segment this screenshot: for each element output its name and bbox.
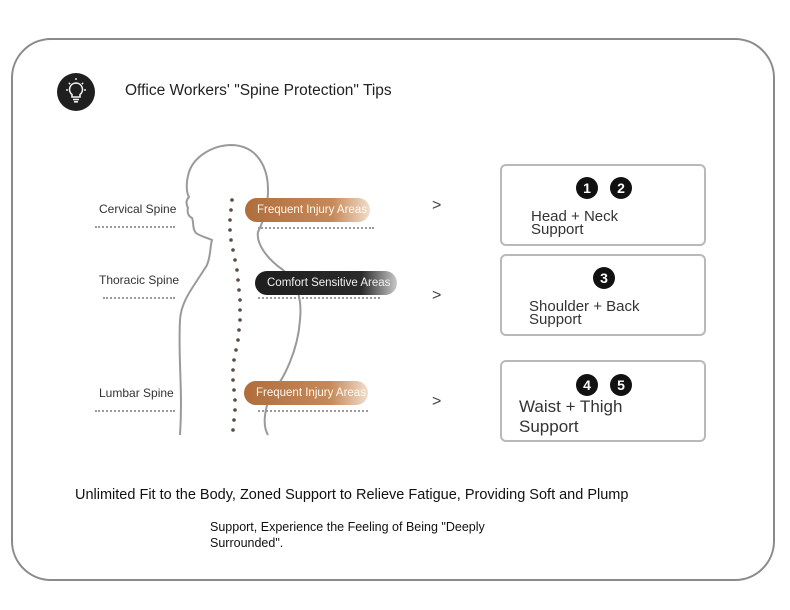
number-badge-1: 1 [576, 177, 598, 199]
number-badge-4: 4 [576, 374, 598, 396]
cervical-arrow: > [432, 197, 442, 214]
support-box-head-neck: 1 2 Head + Neck Support [500, 164, 706, 246]
cervical-tag-underline [258, 227, 374, 229]
lumbar-tag: Frequent Injury Areas [244, 381, 368, 405]
cervical-dotted-line [95, 226, 175, 228]
lumbar-arrow: > [432, 393, 442, 410]
number-badge-5: 5 [610, 374, 632, 396]
thoracic-tag-underline [258, 297, 380, 299]
support-title: Shoulder + Back [529, 298, 640, 315]
support-box-shoulder-back: 3 Shoulder + Back Support [500, 254, 706, 336]
support-title: Head + Neck [531, 208, 619, 225]
support-subtitle: Support [519, 417, 579, 436]
thoracic-arrow: > [432, 287, 442, 304]
lumbar-dotted-line [95, 410, 175, 412]
lumbar-spine-label: Lumbar Spine [99, 386, 174, 400]
cervical-spine-label: Cervical Spine [99, 202, 177, 216]
footer-subline: Support, Experience the Feeling of Being… [210, 520, 485, 550]
number-badge-2: 2 [610, 177, 632, 199]
support-title: Waist + Thigh [519, 397, 623, 416]
lumbar-tag-underline [258, 410, 368, 412]
thoracic-spine-label: Thoracic Spine [99, 273, 180, 287]
lightbulb-icon [57, 73, 95, 111]
thoracic-dotted-line [103, 297, 175, 299]
support-box-waist-thigh: 4 5 Waist + Thigh Support [500, 360, 706, 442]
footer-headline: Unlimited Fit to the Body, Zoned Support… [75, 487, 629, 503]
page-title: Office Workers' "Spine Protection" Tips [125, 82, 392, 99]
support-subtitle: Support [529, 311, 582, 328]
cervical-tag: Frequent Injury Areas [245, 198, 370, 222]
support-subtitle: Support [531, 221, 584, 238]
thoracic-tag: Comfort Sensitive Areas [255, 271, 397, 295]
spine-dots [228, 198, 242, 432]
number-badge-3: 3 [593, 267, 615, 289]
